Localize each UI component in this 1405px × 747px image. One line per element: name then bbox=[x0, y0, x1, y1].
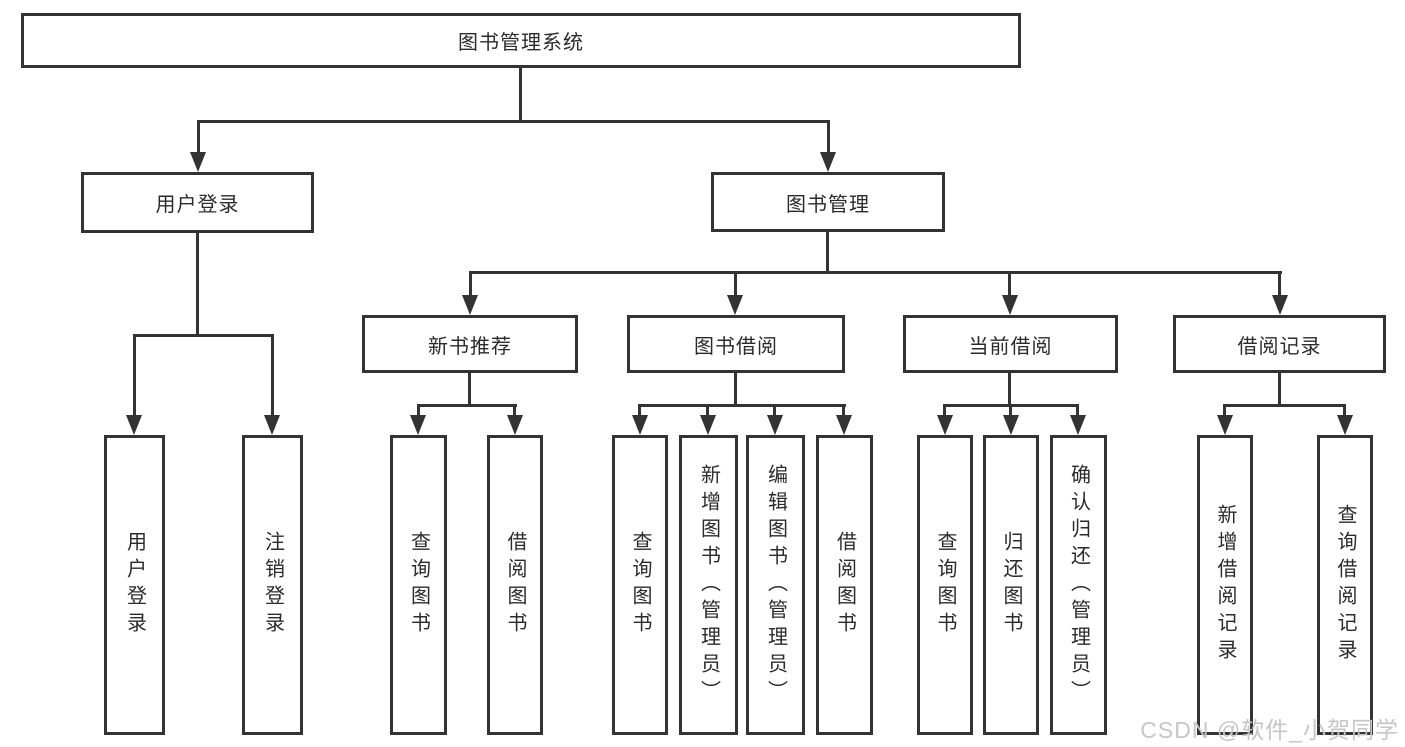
connector-line bbox=[469, 271, 472, 297]
node-book-borrowing: 图书借阅 bbox=[627, 315, 845, 373]
node-label: 用户登录 bbox=[155, 194, 240, 216]
connector-line bbox=[1009, 404, 1012, 417]
node-return-books: 归还图书 bbox=[983, 435, 1039, 735]
connector-line bbox=[519, 67, 522, 123]
node-edit-books-admin: 编辑图书（管理员） bbox=[746, 435, 805, 735]
connector-line bbox=[943, 404, 946, 417]
node-label: 新增图书（管理员） bbox=[697, 463, 720, 707]
connector-line bbox=[734, 271, 737, 297]
connector-line bbox=[1278, 271, 1281, 297]
connector-line bbox=[271, 334, 274, 417]
node-user-login: 用户登录 bbox=[81, 172, 314, 233]
node-current-borrowing: 当前借阅 bbox=[903, 315, 1118, 373]
arrow-down-icon bbox=[1272, 295, 1288, 315]
connector-line bbox=[638, 404, 641, 417]
node-label: 图书管理系统 bbox=[458, 32, 584, 54]
arrow-down-icon bbox=[410, 415, 426, 435]
connector-line bbox=[1223, 404, 1346, 407]
node-add-borrow-record: 新增借阅记录 bbox=[1197, 435, 1253, 735]
connector-line bbox=[826, 230, 829, 274]
arrow-down-icon bbox=[632, 415, 648, 435]
node-label: 用户登录 bbox=[123, 531, 146, 639]
node-book-management: 图书管理 bbox=[711, 172, 945, 232]
node-new-book-recommendation: 新书推荐 bbox=[362, 315, 578, 373]
arrow-down-icon bbox=[264, 415, 280, 435]
connector-line bbox=[197, 120, 200, 154]
node-query-books-recommend: 查询图书 bbox=[390, 435, 447, 735]
arrow-down-icon bbox=[1337, 415, 1353, 435]
connector-line bbox=[133, 334, 136, 417]
connector-line bbox=[1008, 371, 1011, 407]
connector-line bbox=[706, 404, 709, 417]
node-label: 新书推荐 bbox=[428, 335, 512, 358]
node-label: 新增借阅记录 bbox=[1214, 504, 1236, 666]
node-library-management-system: 图书管理系统 bbox=[21, 13, 1021, 68]
node-query-books-borrowing: 查询图书 bbox=[612, 435, 668, 735]
arrow-down-icon bbox=[767, 415, 783, 435]
connector-line bbox=[417, 404, 420, 417]
connector-line bbox=[1076, 404, 1079, 417]
node-label: 图书管理 bbox=[786, 193, 870, 216]
node-label: 借阅图书 bbox=[833, 531, 856, 639]
node-label: 注销登录 bbox=[261, 531, 284, 639]
node-label: 归还图书 bbox=[1000, 531, 1022, 639]
connector-line bbox=[469, 271, 1282, 274]
node-query-books-current: 查询图书 bbox=[917, 435, 973, 735]
connector-line bbox=[197, 120, 830, 123]
connector-line bbox=[1008, 271, 1011, 297]
arrow-down-icon bbox=[727, 295, 743, 315]
connector-line bbox=[1223, 404, 1226, 417]
arrow-down-icon bbox=[1217, 415, 1233, 435]
arrow-down-icon bbox=[507, 415, 523, 435]
node-borrow-books-recommend: 借阅图书 bbox=[487, 435, 543, 735]
node-label: 借阅记录 bbox=[1237, 335, 1322, 358]
arrow-down-icon bbox=[462, 295, 478, 315]
arrow-down-icon bbox=[190, 152, 206, 172]
arrow-down-icon bbox=[937, 415, 953, 435]
node-label: 查询借阅记录 bbox=[1334, 504, 1356, 666]
connector-line bbox=[1278, 371, 1281, 407]
connector-line bbox=[196, 231, 199, 337]
connector-line bbox=[513, 404, 516, 417]
node-label: 借阅图书 bbox=[504, 531, 526, 639]
node-user-login-leaf: 用户登录 bbox=[104, 435, 165, 735]
node-label: 查询图书 bbox=[629, 531, 651, 639]
arrow-down-icon bbox=[126, 415, 142, 435]
node-query-borrow-record: 查询借阅记录 bbox=[1317, 435, 1373, 735]
arrow-down-icon bbox=[1070, 415, 1086, 435]
arrow-down-icon bbox=[836, 415, 852, 435]
node-label: 编辑图书（管理员） bbox=[764, 463, 787, 707]
arrow-down-icon bbox=[1003, 415, 1019, 435]
connector-line bbox=[638, 404, 846, 407]
node-borrowing-records: 借阅记录 bbox=[1173, 315, 1386, 373]
connector-line bbox=[827, 120, 830, 154]
node-logout: 注销登录 bbox=[242, 435, 303, 735]
connector-line bbox=[468, 371, 471, 407]
node-label: 当前借阅 bbox=[968, 335, 1053, 358]
node-confirm-return-admin: 确认归还（管理员） bbox=[1050, 435, 1107, 735]
node-add-books-admin: 新增图书（管理员） bbox=[679, 435, 738, 735]
node-label: 查询图书 bbox=[407, 531, 430, 639]
connector-line bbox=[773, 404, 776, 417]
arrow-down-icon bbox=[820, 152, 836, 172]
connector-line bbox=[417, 404, 517, 407]
connector-line bbox=[734, 371, 737, 407]
node-label: 查询图书 bbox=[934, 531, 956, 639]
node-borrow-books: 借阅图书 bbox=[816, 435, 873, 735]
node-label: 图书借阅 bbox=[694, 335, 778, 358]
arrow-down-icon bbox=[700, 415, 716, 435]
csdn-watermark: CSDN @软件_小贺同学 bbox=[1140, 717, 1399, 743]
connector-line bbox=[1343, 404, 1346, 417]
connector-line bbox=[133, 334, 274, 337]
connector-line bbox=[842, 404, 845, 417]
node-label: 确认归还（管理员） bbox=[1067, 463, 1090, 707]
arrow-down-icon bbox=[1002, 295, 1018, 315]
